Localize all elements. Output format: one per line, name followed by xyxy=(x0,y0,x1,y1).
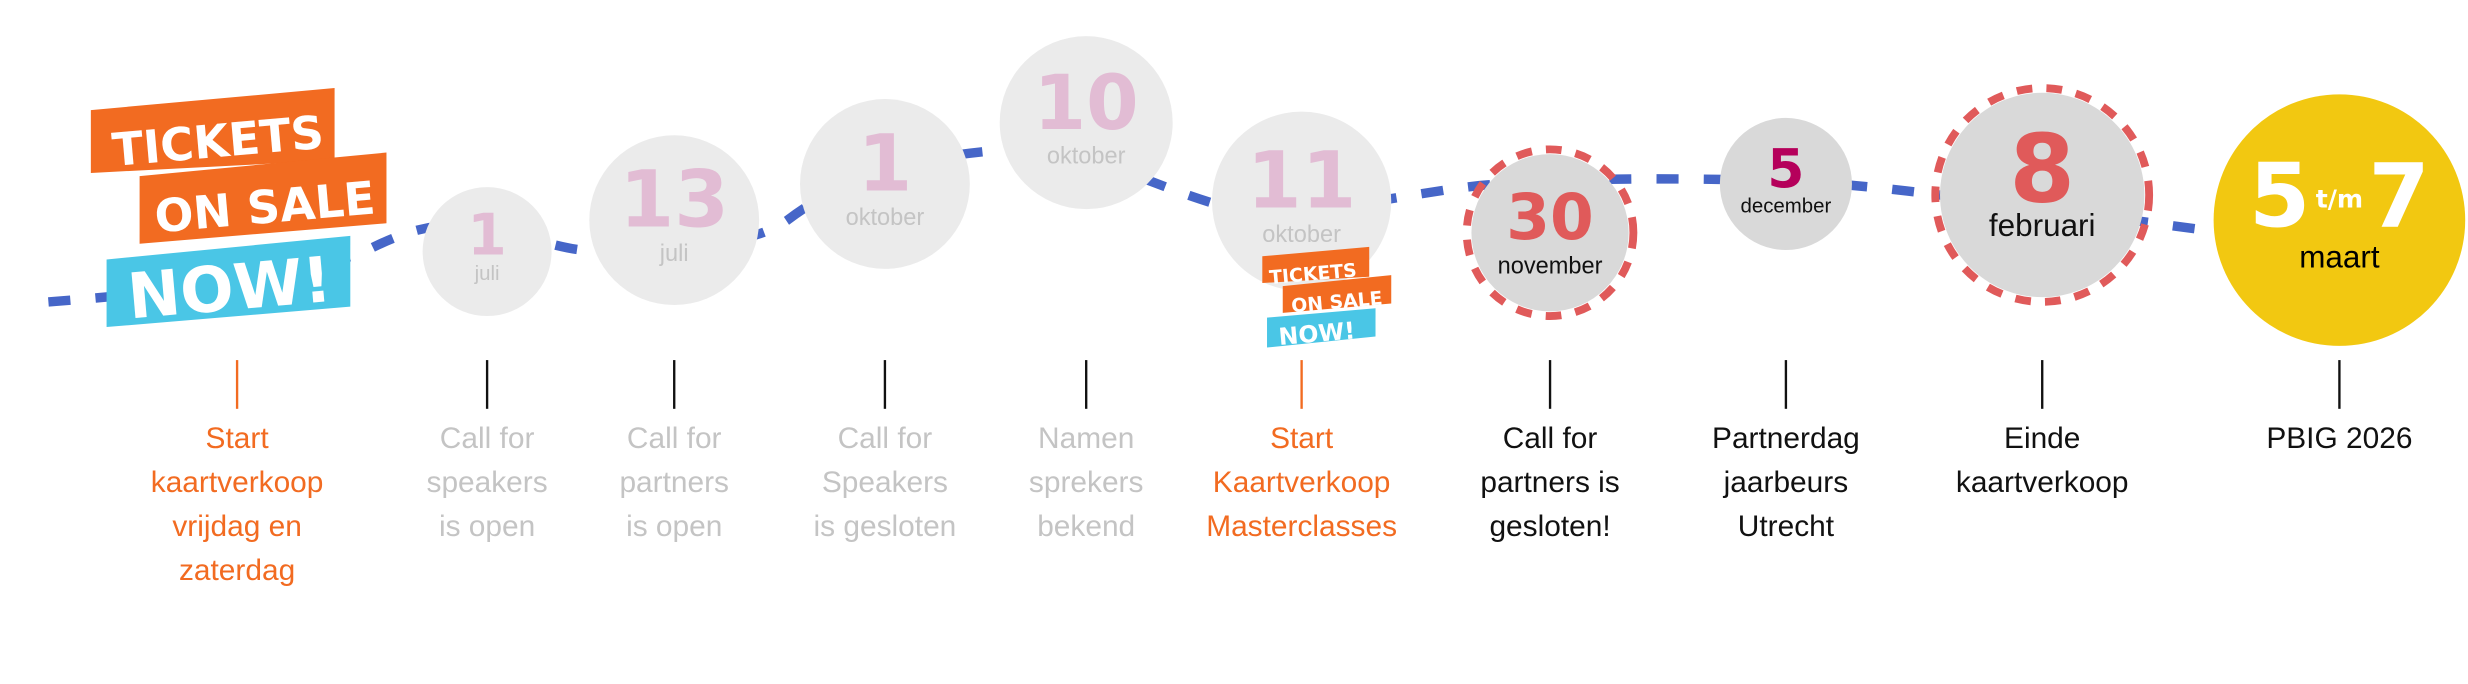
event-label-line: is gesloten xyxy=(814,510,957,543)
event-label-line: is open xyxy=(439,510,535,543)
date-day: 5 xyxy=(1767,137,1804,200)
event-label-line: kaartverkoop xyxy=(151,466,324,499)
date-circle xyxy=(422,187,552,317)
event-label-line: is open xyxy=(626,510,722,543)
date-circle xyxy=(1940,92,2145,298)
event-label-line: bekend xyxy=(1037,510,1135,543)
date-circle-dashed-ring xyxy=(1462,145,1638,320)
date-circle xyxy=(2213,94,2466,346)
svg-text:NOW!: NOW! xyxy=(125,243,335,334)
event-label-line: partners is xyxy=(1480,466,1619,499)
date-month: december xyxy=(1740,194,1831,217)
date-day: 1 xyxy=(467,203,506,269)
event-label-line: Start xyxy=(206,422,270,455)
event-label-line: Speakers xyxy=(822,466,948,499)
event-label-line: Namen xyxy=(1038,422,1134,455)
event-label-line: Kaartverkoop xyxy=(1213,466,1391,499)
event-label-line: speakers xyxy=(427,466,548,499)
date-month: oktober xyxy=(1262,221,1341,247)
date-circle-dashed-ring xyxy=(1931,84,2154,306)
event-label-line: sprekers xyxy=(1029,466,1144,499)
date-range-separator: t/m xyxy=(2316,185,2363,214)
event-label-line: Call for xyxy=(627,422,722,455)
event-label-line: Utrecht xyxy=(1738,510,1835,543)
date-day: 30 xyxy=(1506,181,1594,254)
date-circle xyxy=(999,36,1173,210)
event-label-line: jaarbeurs xyxy=(1723,466,1848,499)
date-month: oktober xyxy=(846,204,925,230)
event-label-line: Call for xyxy=(440,422,535,455)
date-day-end: 7 xyxy=(2369,144,2430,247)
date-day: 11 xyxy=(1247,135,1356,227)
date-circle xyxy=(800,99,970,269)
date-day: 13 xyxy=(620,153,729,245)
date-month: juli xyxy=(474,262,500,285)
date-day: 1 xyxy=(858,117,913,209)
event-label-line: vrijdag en xyxy=(172,510,301,543)
svg-text:NOW!: NOW! xyxy=(1278,316,1357,351)
date-circle xyxy=(1211,111,1392,291)
date-month: februari xyxy=(1989,208,2096,243)
event-label-line: gesloten! xyxy=(1489,510,1610,543)
date-circle xyxy=(1719,117,1852,251)
date-day: 10 xyxy=(1034,59,1139,147)
timeline-event: Start kaartverkoop vrijdag en zaterdag xyxy=(151,360,324,587)
date-month: november xyxy=(1498,253,1603,279)
event-label-line: partners xyxy=(619,466,729,499)
date-month: juli xyxy=(659,240,689,266)
event-label-line: PBIG 2026 xyxy=(2266,422,2412,455)
event-label-line: Call for xyxy=(838,422,933,455)
date-day: 8 xyxy=(2009,114,2075,224)
date-circle xyxy=(589,135,760,306)
event-label-line: Einde xyxy=(2004,422,2080,455)
event-label-line: Call for xyxy=(1503,422,1598,455)
date-month: maart xyxy=(2299,239,2380,274)
event-label-line: kaartverkoop xyxy=(1956,466,2129,499)
date-circle xyxy=(1471,154,1629,312)
date-month: oktober xyxy=(1047,143,1126,169)
event-label-line: zaterdag xyxy=(179,554,295,587)
event-label-line: Masterclasses xyxy=(1206,510,1397,543)
date-day: 5 xyxy=(2249,144,2310,247)
event-label-line: Partnerdag xyxy=(1712,422,1860,455)
event-label-line: Start xyxy=(1270,422,1334,455)
tickets-on-sale-badge: TICKETS ON SALE NOW! xyxy=(90,88,387,334)
